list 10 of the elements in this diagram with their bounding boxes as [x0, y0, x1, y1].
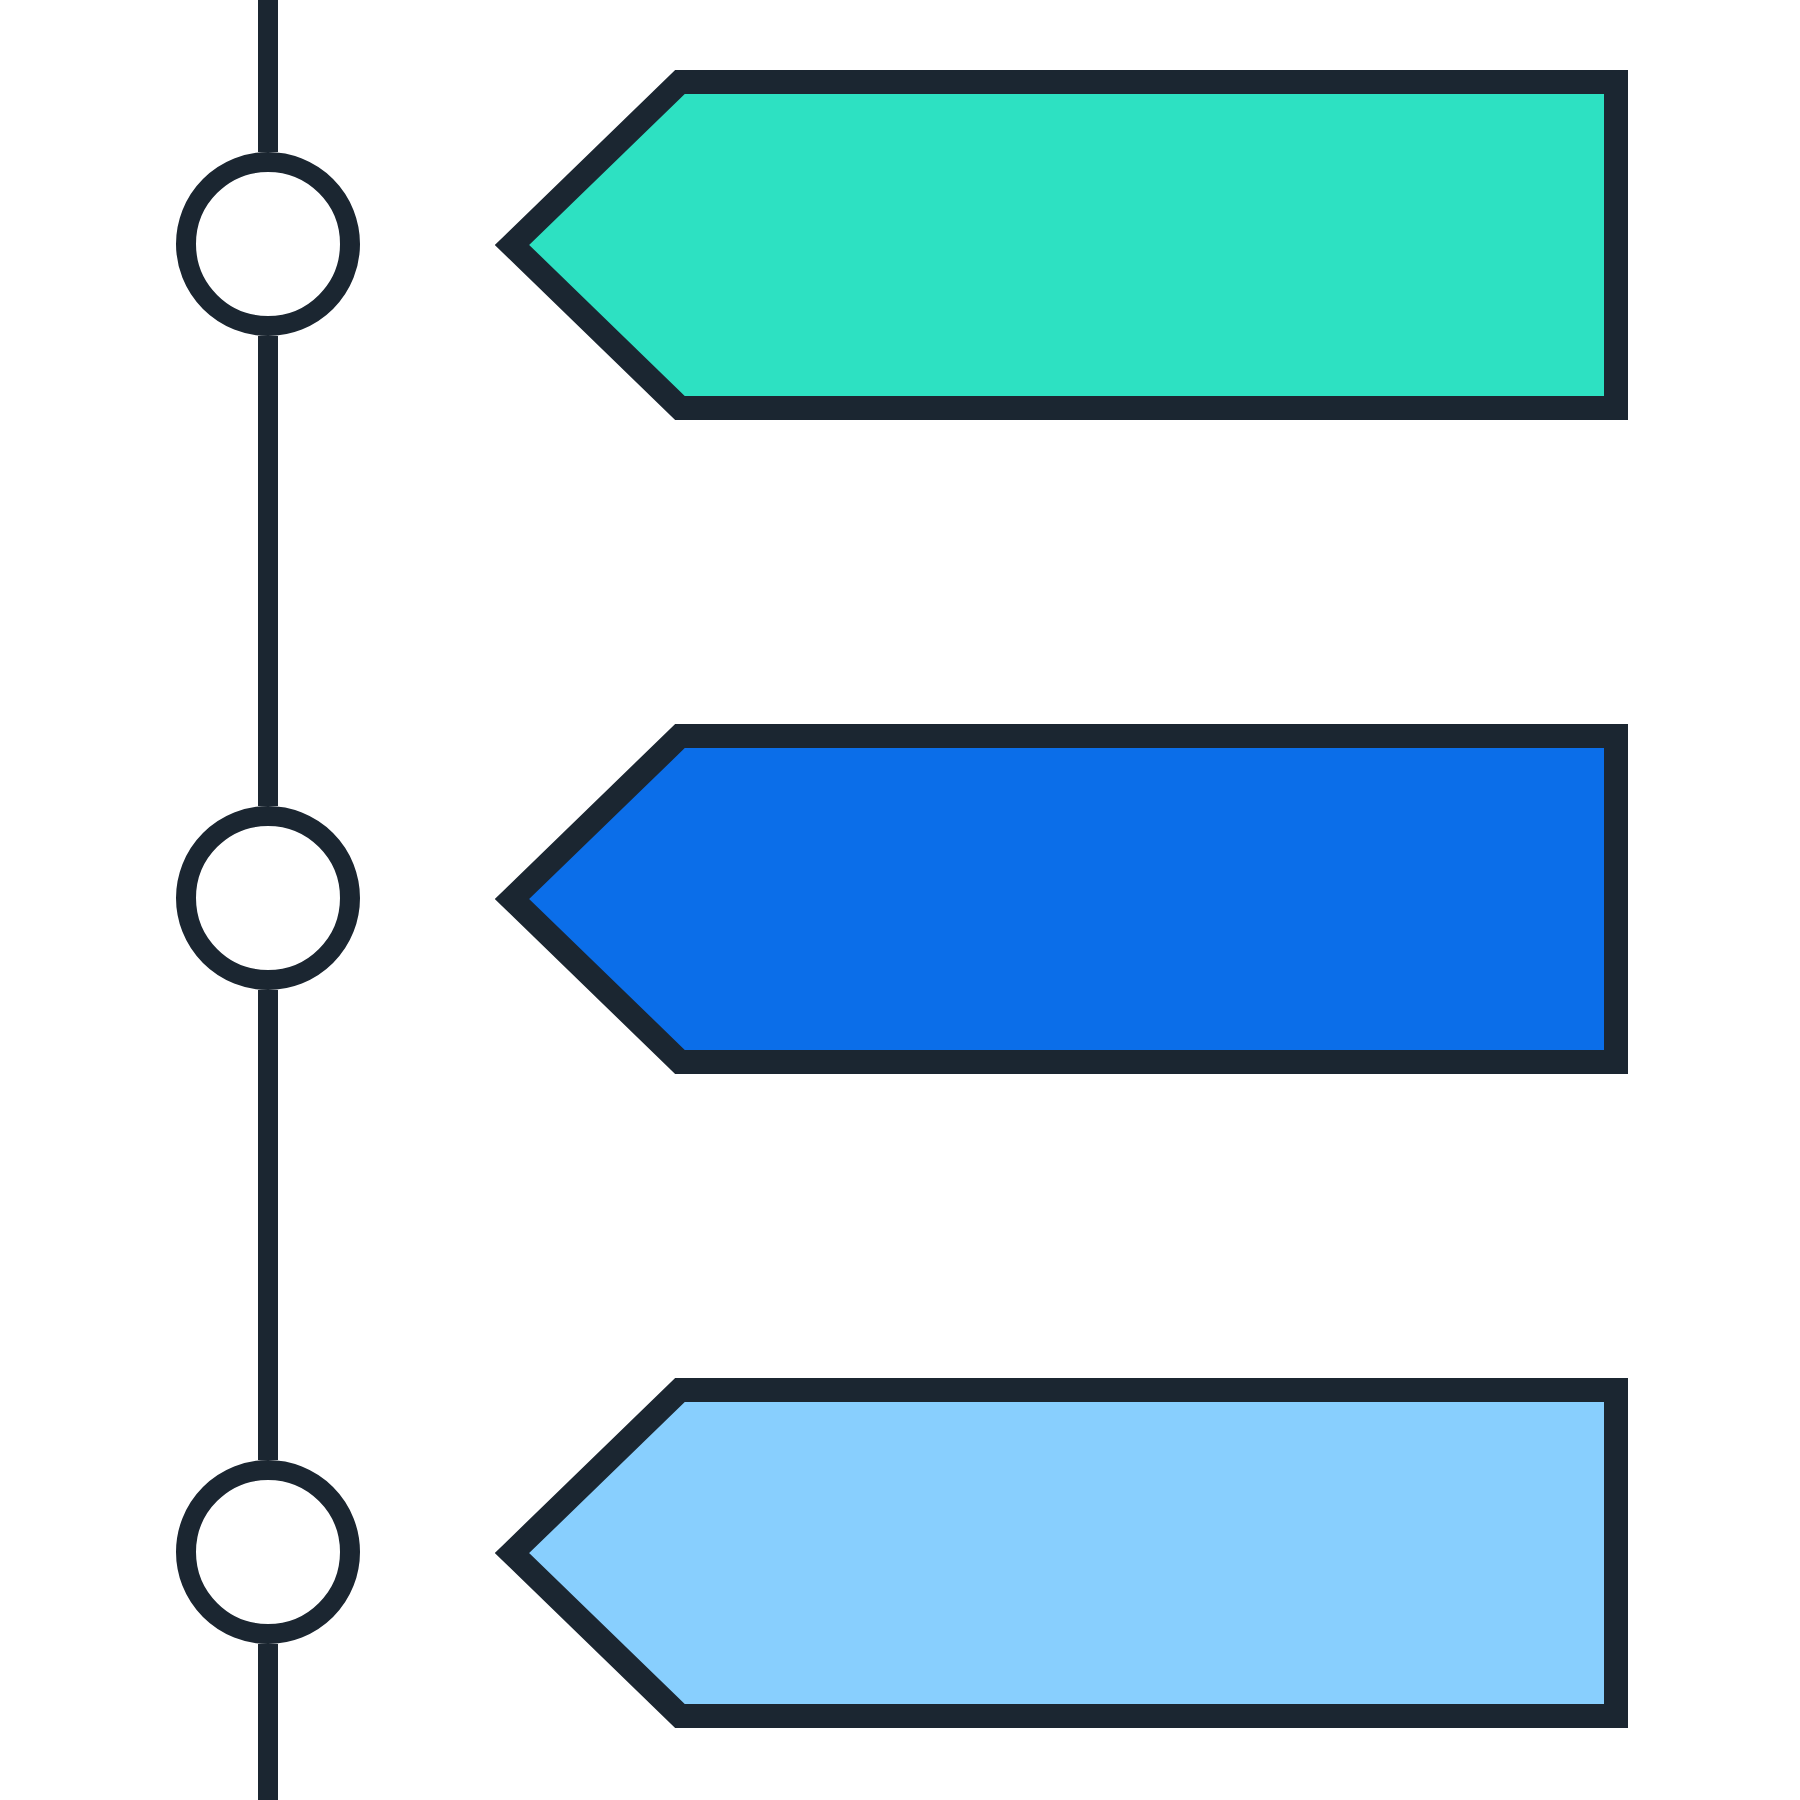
pointer-banner	[494, 1377, 1628, 1727]
timeline-line	[258, 0, 278, 152]
timeline-marker	[176, 1460, 360, 1644]
timeline-line	[258, 336, 278, 806]
pointer-banner	[494, 723, 1628, 1073]
timeline-marker	[176, 806, 360, 990]
pointer-banner	[494, 69, 1628, 419]
timeline-line	[258, 990, 278, 1460]
timeline-marker	[176, 152, 360, 336]
timeline-line	[258, 1644, 278, 1800]
